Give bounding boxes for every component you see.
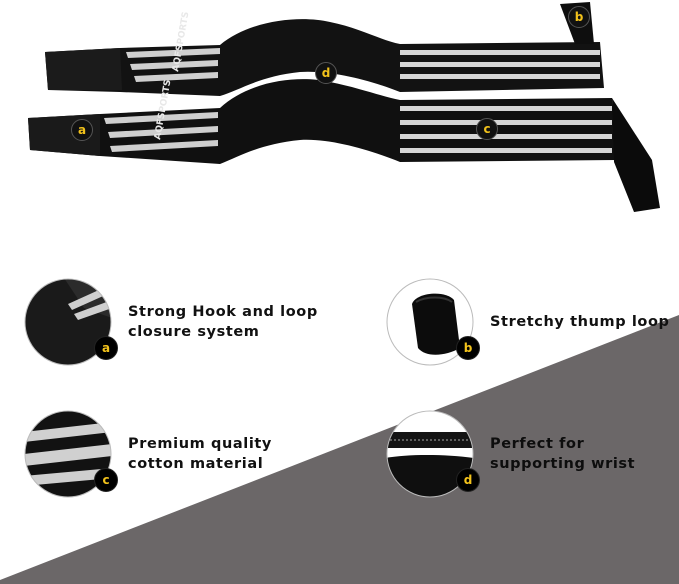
feature-line2: closure system [128,324,260,340]
cotton-closeup-image: c [24,410,118,498]
hook-loop-closeup-image: a [24,278,118,366]
thumb-loop-closeup-image: b [386,278,480,366]
feature-line1: Strong Hook and loop [128,304,318,320]
badge-letter: b [574,10,584,24]
badge-letter: c [483,122,491,136]
bottom-wrist-wrap: AQFSPORTS [28,79,660,212]
feature-badge-c: c [94,468,118,492]
feature-text: Stretchy thump loop [490,312,670,332]
feature-badge-b: b [456,336,480,360]
badge-letter: a [77,123,87,137]
feature-text: Premium quality cotton material [128,434,272,474]
product-badge-a: a [71,119,93,141]
product-badge-b: b [568,6,590,28]
product-badge-c: c [476,118,498,140]
feature-line1: Stretchy thump loop [490,314,670,330]
feature-text: Strong Hook and loop closure system [128,302,318,342]
product-badge-d: d [315,62,337,84]
feature-thumb-loop: b Stretchy thump loop [386,278,670,366]
top-wrist-wrap: AQFSPORTS [45,2,604,97]
badge-letter: d [321,66,331,80]
feature-badge-d: d [456,468,480,492]
feature-text: Perfect for supporting wrist [490,434,635,474]
wrist-wraps-product-image: AQFSPORTS AQFSPORTS [28,2,660,212]
feature-line1: Premium quality [128,436,272,452]
feature-wrist-support: d Perfect for supporting wrist [386,410,635,498]
feature-line1: Perfect for [490,436,585,452]
feature-line2: supporting wrist [490,456,636,472]
feature-cotton: c Premium quality cotton material [24,410,272,498]
feature-hook-loop: a Strong Hook and loop closure system [24,278,318,366]
feature-badge-a: a [94,336,118,360]
wrist-support-closeup-image: d [386,410,480,498]
feature-line2: cotton material [128,456,264,472]
